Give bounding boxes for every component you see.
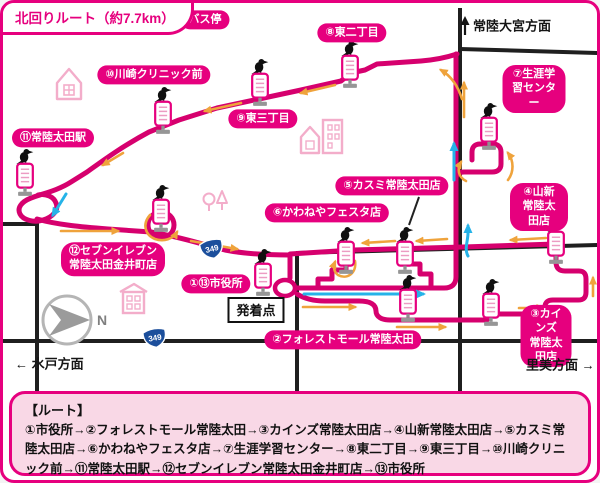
bus-stop-icon-2: [398, 273, 418, 324]
stop-badge-11-hitachiota-station: ⑪常陸太田駅: [12, 128, 94, 148]
svg-text:349: 349: [204, 243, 220, 255]
compass-n-label: N: [97, 312, 108, 328]
stop-badge-4-yamashin: ④山新常陸太田店: [510, 183, 568, 231]
stop-badge-12-seven-eleven: ⑫セブンイレブン 常陸太田金井町店: [61, 242, 165, 276]
stop-badge-10-kawasaki-clinic: ⑩川崎クリニック前: [97, 65, 211, 85]
start-point-box: 発着点: [227, 297, 285, 323]
stop-badge-5-kasumi: ⑤カスミ常陸太田店: [335, 176, 449, 196]
compass-north-icon: [41, 294, 93, 346]
stop-badge-1-13-city-hall: ①⑬市役所: [181, 274, 251, 294]
route-panel-heading: 【ルート】: [25, 403, 91, 418]
right-arrow-glyph: →: [581, 357, 595, 373]
route-panel-text: ①市役所→②フォレストモール常陸太田→③カインズ常陸太田店→④山新常陸太田店→⑤…: [25, 423, 566, 476]
bus-stop-icon-12: [151, 183, 171, 234]
map-title: 北回りルート（約7.7km）: [3, 3, 194, 35]
background-buildings: [55, 67, 344, 315]
city-hall-roundabout: [272, 277, 298, 299]
stop-badge-3-cainz: ③カインズ 常陸太田店: [520, 304, 572, 368]
route-shield-349-b: 349: [141, 326, 169, 350]
direction-label-mito: ← 水戸方面: [15, 356, 84, 372]
bus-stop-icon-5: [395, 225, 415, 276]
route-shield-349-a: 349: [198, 236, 226, 262]
direction-label-hitachiomiya: 常陸大宮方面: [473, 18, 552, 34]
bus-stop-icon-11: [15, 147, 35, 198]
svg-text:349: 349: [148, 332, 163, 343]
direction-label-satomi: 里美方面 →: [526, 357, 595, 373]
stop5-pointer-line: [408, 196, 420, 226]
stop-badge-6-kawaneya: ⑥かわねやフェスタ店: [264, 203, 390, 223]
left-arrow-glyph: ←: [15, 356, 28, 372]
stop-badge-9-higashi-3chome: ⑨東三丁目: [228, 109, 298, 129]
route-map-canvas: 349 349: [3, 8, 597, 391]
stop-badge-2-forest-mall: ②フォレストモール常陸太田: [264, 330, 422, 350]
stop-badge-8-higashi-2chome: ⑧東二丁目: [317, 23, 387, 43]
stop-badge-7-lifelong-learning-center: ⑦生涯学習センター: [502, 65, 566, 113]
route-description-panel: 【ルート】 ①市役所→②フォレストモール常陸太田→③カインズ常陸太田店→④山新常…: [9, 391, 591, 476]
bus-stop-icon-6: [336, 225, 356, 276]
